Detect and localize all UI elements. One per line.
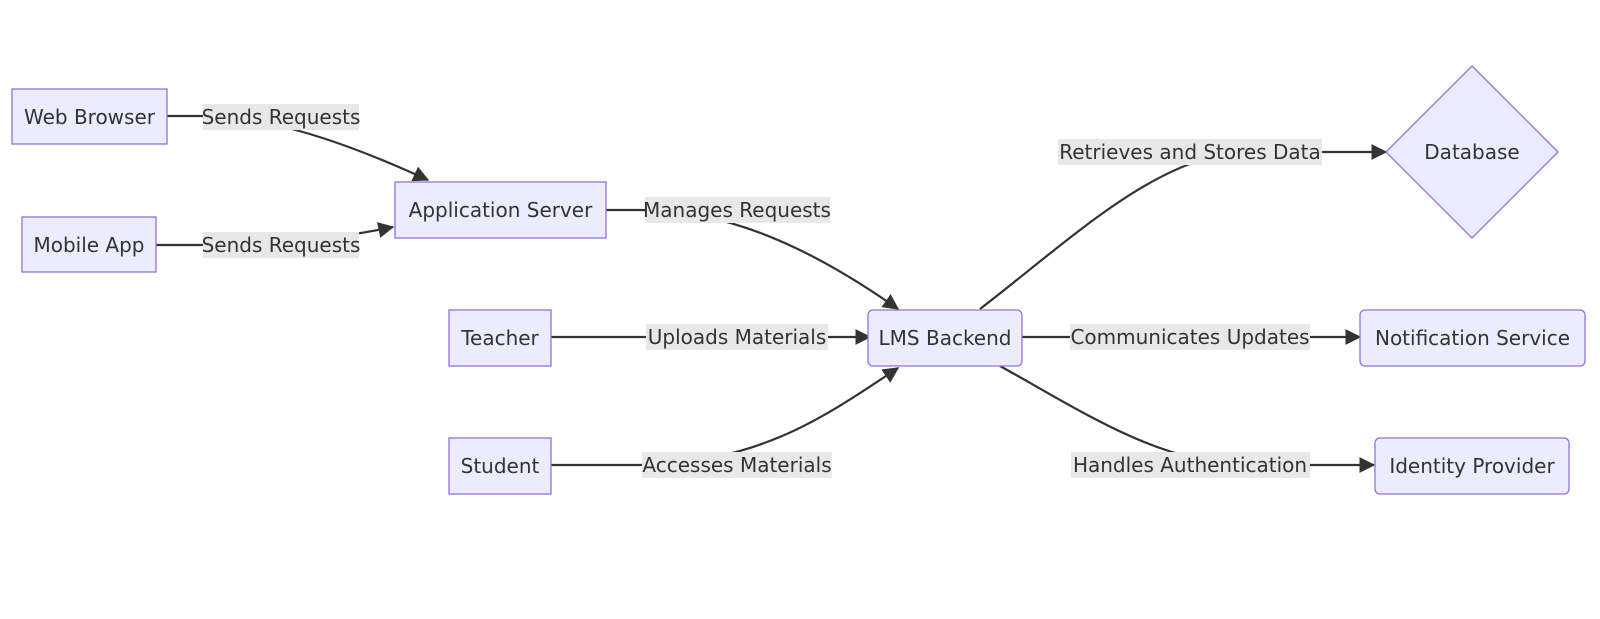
node-label: Mobile App	[33, 233, 144, 257]
node-box	[448, 309, 552, 367]
node-identity-provider[interactable]: Identity Provider	[1374, 437, 1570, 495]
edge-label-bg	[1071, 452, 1310, 478]
node-box	[448, 437, 552, 495]
edge-labels: Sends Requests Sends Requests Manages Re…	[202, 104, 1322, 478]
edge-label-mobile-to-server: Sends Requests	[202, 232, 361, 258]
edge-label-bg	[646, 324, 828, 350]
node-application-server[interactable]: Application Server	[394, 181, 607, 239]
node-student[interactable]: Student	[448, 437, 552, 495]
edge-student-to-backend	[551, 367, 900, 467]
node-label: Student	[461, 454, 540, 478]
edge-label-bg	[642, 452, 832, 478]
edge-label-text: Manages Requests	[643, 198, 831, 222]
edge-label-bg	[1058, 139, 1322, 165]
node-web-browser[interactable]: Web Browser	[11, 88, 168, 145]
node-label: LMS Backend	[879, 326, 1012, 350]
edge-label-teacher-to-backend: Uploads Materials	[646, 324, 828, 350]
node-box	[1359, 309, 1586, 367]
node-box	[1374, 437, 1570, 495]
node-box	[394, 181, 607, 239]
edge-backend-to-identity	[999, 365, 1376, 473]
edge-label-text: Retrieves and Stores Data	[1059, 140, 1321, 164]
node-box	[21, 216, 157, 273]
edge-label-student-to-backend: Accesses Materials	[642, 452, 832, 478]
edge-label-text: Communicates Updates	[1070, 325, 1309, 349]
edge-label-bg	[1070, 324, 1310, 350]
edge-label-text: Sends Requests	[202, 233, 361, 257]
edge-label-server-to-backend: Manages Requests	[643, 197, 831, 223]
node-database[interactable]: Database	[1385, 65, 1559, 239]
node-lms-backend[interactable]: LMS Backend	[867, 309, 1023, 367]
nodes: Web Browser Mobile App Application Serve…	[11, 65, 1586, 495]
edge-label-text: Handles Authentication	[1073, 453, 1307, 477]
node-label: Notification Service	[1375, 326, 1570, 350]
node-diamond	[1385, 65, 1559, 239]
node-label: Teacher	[460, 326, 539, 350]
node-teacher[interactable]: Teacher	[448, 309, 552, 367]
edge-label-backend-to-database: Retrieves and Stores Data	[1058, 139, 1322, 165]
node-box	[867, 309, 1023, 367]
edges	[156, 114, 1388, 473]
node-box	[11, 88, 168, 145]
edge-label-text: Uploads Materials	[648, 325, 827, 349]
edge-label-backend-to-identity: Handles Authentication	[1071, 452, 1310, 478]
edge-label-text: Accesses Materials	[642, 453, 831, 477]
edge-label-text: Sends Requests	[202, 105, 361, 129]
node-label: Web Browser	[24, 105, 156, 129]
edge-label-browser-to-server: Sends Requests	[202, 104, 361, 130]
edge-label-backend-to-notification: Communicates Updates	[1070, 324, 1310, 350]
node-notification-service[interactable]: Notification Service	[1359, 309, 1586, 367]
edge-label-bg	[203, 104, 359, 130]
node-label: Identity Provider	[1389, 454, 1555, 478]
edge-server-to-backend	[606, 208, 900, 310]
edge-label-bg	[645, 197, 830, 223]
edge-backend-to-database	[979, 144, 1388, 310]
node-mobile-app[interactable]: Mobile App	[21, 216, 157, 273]
node-label: Application Server	[409, 198, 593, 222]
node-label: Database	[1424, 140, 1519, 164]
edge-label-bg	[203, 232, 359, 258]
